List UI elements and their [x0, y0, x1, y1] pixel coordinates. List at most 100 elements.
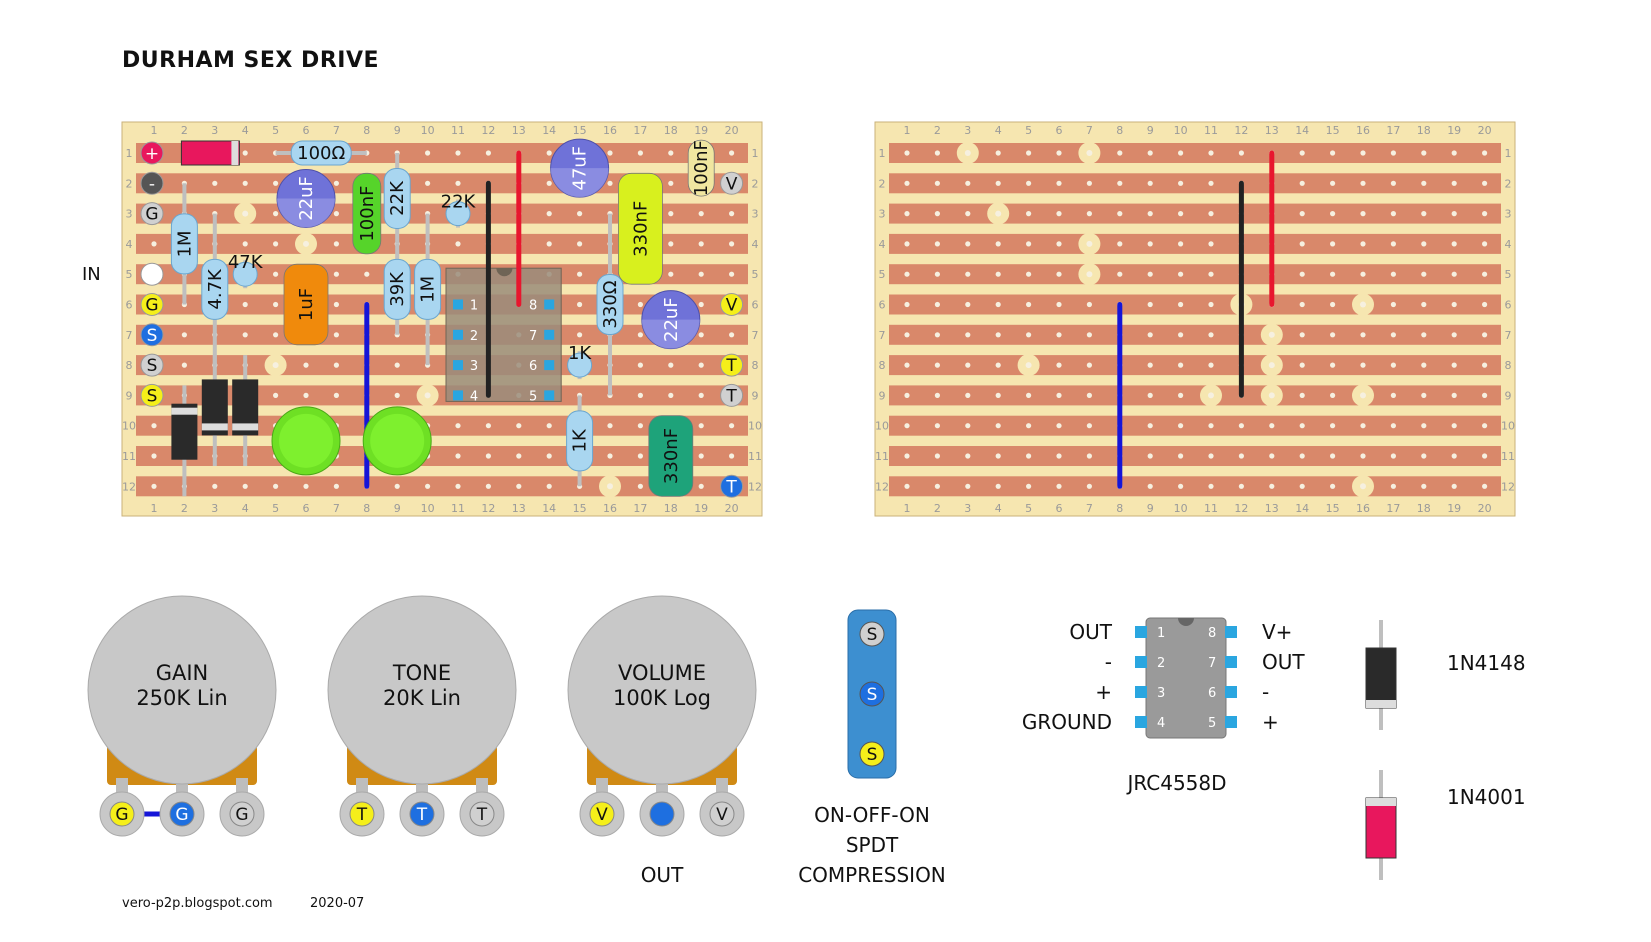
capacitor-label: 330nF — [630, 201, 651, 257]
stripboard-right-hole — [995, 210, 1002, 217]
stripboard-left-row-label: 3 — [752, 208, 759, 221]
stripboard-left-hole — [273, 180, 279, 186]
diode-legend: 1N4001 — [1365, 770, 1526, 880]
pot-knob — [327, 595, 517, 785]
ic-legend-pin-function: GROUND — [1022, 710, 1112, 734]
stripboard-right-hole — [934, 392, 941, 398]
stripboard-right-hole — [1178, 332, 1184, 338]
stripboard-right-row-label: 2 — [879, 177, 886, 190]
stripboard-right-hole — [1299, 241, 1305, 247]
stripboard-left-row-label: 12 — [122, 480, 136, 493]
stripboard-left-hole — [394, 483, 400, 489]
stripboard-left-hole — [668, 362, 674, 368]
stripboard-right-hole — [1451, 453, 1457, 459]
stripboard-left-row-label: 8 — [752, 359, 759, 372]
stripboard-left-col-label: 12 — [481, 502, 495, 515]
stripboard-left-hole — [637, 453, 644, 459]
stripboard-right-hole — [995, 180, 1001, 186]
stripboard-right-hole — [1390, 332, 1396, 338]
stripboard-left-col-label: 20 — [725, 124, 739, 137]
stripboard-left-row-label: 9 — [752, 389, 759, 402]
stripboard-right-col-label: 4 — [995, 502, 1002, 515]
pot-lug-label: G — [235, 805, 248, 825]
stripboard-left-col-label: 3 — [211, 124, 218, 137]
ic-legend-pin — [1135, 716, 1147, 728]
ic-legend-pin-number: 8 — [1208, 626, 1216, 641]
stripboard-right-hole — [1421, 301, 1427, 308]
output-label: OUT — [641, 863, 684, 887]
stripboard-right-row-label: 10 — [1501, 420, 1515, 433]
stripboard-left-hole — [303, 240, 309, 247]
stripboard-right-hole — [934, 423, 941, 429]
stripboard-left-hole — [273, 241, 279, 247]
stripboard-left-row-label: 2 — [752, 177, 759, 190]
stripboard-right-hole — [1178, 150, 1184, 156]
ic-pin — [453, 390, 463, 401]
wire-pad — [720, 383, 744, 407]
stripboard-left-col-label: 5 — [272, 124, 279, 137]
stripboard-left-hole — [485, 150, 491, 156]
stripboard-left-hole — [577, 211, 583, 217]
stripboard-right-hole — [1360, 362, 1366, 368]
stripboard-right-hole — [1330, 241, 1336, 247]
stripboard-right-hole — [1268, 331, 1275, 338]
stripboard-right-hole — [1390, 362, 1396, 368]
stripboard-left-hole — [394, 362, 400, 368]
ic-pin-number: 6 — [529, 359, 537, 374]
stripboard-left-row-label: 5 — [752, 268, 759, 281]
stripboard-right-hole — [1330, 483, 1336, 489]
stripboard-left-hole — [333, 301, 339, 308]
wire-pad — [720, 171, 744, 195]
stripboard-left-hole — [242, 301, 248, 308]
stripboard-right-hole — [1208, 362, 1214, 368]
stripboard-left-hole — [668, 392, 674, 398]
stripboard-right-row-label: 6 — [879, 299, 886, 312]
ic-legend-pin — [1135, 686, 1147, 698]
stripboard-right-strip — [889, 294, 1501, 315]
stripboard-left-hole — [698, 211, 704, 217]
led-lens — [279, 413, 333, 468]
stripboard-right-hole — [1025, 362, 1032, 369]
stripboard-right-hole — [1421, 211, 1427, 217]
ic-legend-pin-number: 6 — [1208, 686, 1216, 701]
resistor-label: 22K — [387, 180, 408, 216]
film-capacitor — [283, 263, 329, 346]
stripboard-right-row-label: 3 — [1505, 208, 1512, 221]
resistor — [566, 410, 594, 472]
stripboard-left-row-label: 7 — [126, 329, 133, 342]
stripboard-right-hole — [1269, 453, 1275, 459]
stripboard-right-hole — [1299, 483, 1305, 489]
stripboard-right-col-label: 5 — [1025, 124, 1032, 137]
stripboard-left-row-label: 9 — [126, 389, 133, 402]
stripboard-left-hole — [729, 332, 735, 338]
pot-lug-pad — [709, 801, 735, 827]
stripboard-right-col-label: 6 — [1056, 502, 1063, 515]
stripboard-right-col-label: 9 — [1147, 124, 1154, 137]
ic-pin-number: 2 — [470, 329, 478, 344]
pot-lug-pad — [349, 801, 375, 827]
stripboard-left-row-label: 3 — [126, 208, 133, 221]
stripboard-right-col-label: 14 — [1295, 124, 1309, 137]
pot-name: GAIN — [156, 661, 209, 685]
film-capacitor — [352, 172, 382, 255]
stripboard-right-hole — [1056, 150, 1062, 156]
stripboard-left-hole — [303, 362, 309, 368]
stripboard-right-hole — [1360, 241, 1366, 247]
stripboard-left-hole — [546, 241, 552, 247]
stripboard-right-hole — [1208, 392, 1214, 399]
stripboard-right-hole — [995, 362, 1001, 368]
stripboard-right-hole — [1299, 362, 1305, 368]
ic-notch — [496, 268, 513, 277]
stripboard-right-hole — [1056, 241, 1062, 247]
resistor-label: 22K — [441, 192, 477, 213]
stripboard-right-hole — [904, 211, 910, 217]
stripboard-left-row-label: 1 — [126, 147, 133, 160]
stripboard-right-col-label: 18 — [1417, 502, 1431, 515]
stripboard-left-col-label: 16 — [603, 502, 617, 515]
stripboard-right-row-label: 11 — [1501, 450, 1515, 463]
stripboard-right-hole — [1147, 180, 1153, 186]
stripboard-left-row-label: 11 — [122, 450, 136, 463]
stripboard-right-hole — [904, 150, 910, 156]
stripboard-left-hole — [516, 423, 522, 429]
